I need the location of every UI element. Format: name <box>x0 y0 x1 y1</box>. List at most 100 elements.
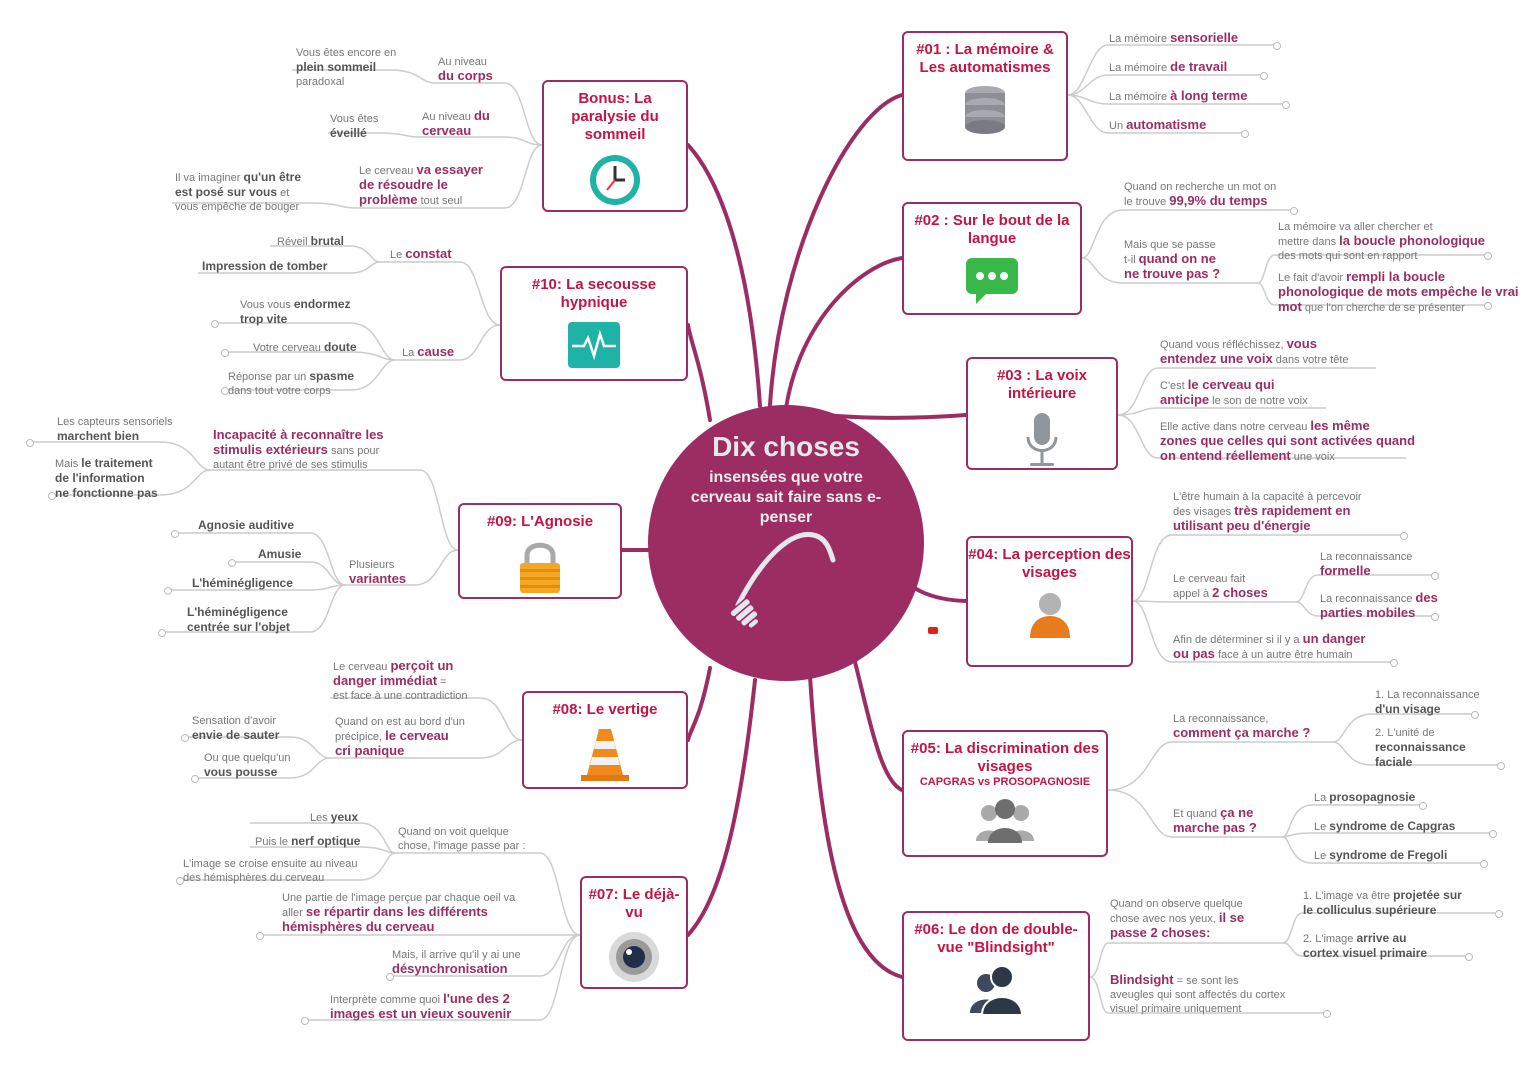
microphone-icon <box>1026 413 1058 466</box>
central-topic[interactable]: Dix choses insensées que votre cerveau s… <box>648 405 924 681</box>
expand-handle[interactable] <box>1465 953 1473 961</box>
expand-handle[interactable] <box>191 775 199 783</box>
expand-handle[interactable] <box>26 439 34 447</box>
expand-handle[interactable] <box>256 932 264 940</box>
eye-lens-icon <box>609 932 659 982</box>
light-bulb-icon <box>729 532 836 630</box>
topic-05-discrimination-visages[interactable]: #05: La discrimination des visages CAPGR… <box>902 730 1108 857</box>
expand-handle[interactable] <box>1260 72 1268 80</box>
t01-note-2: La mémoire de travail <box>1109 59 1228 75</box>
topic-06-blindsight[interactable]: #06: Le don de double-vue "Blindsight" <box>902 911 1090 1041</box>
topic-04-title: #04: La perception des visages <box>968 546 1131 581</box>
expand-handle[interactable] <box>1484 252 1492 260</box>
t01-note-3: La mémoire à long terme <box>1109 88 1248 104</box>
database-icon <box>965 86 1005 134</box>
expand-handle[interactable] <box>1282 101 1290 109</box>
topic-01-memoire[interactable]: #01 : La mémoire & Les automatismes <box>902 31 1068 161</box>
t01-note-1: La mémoire sensorielle <box>1109 30 1239 46</box>
expand-handle[interactable] <box>1419 802 1427 810</box>
expand-handle[interactable] <box>211 320 219 328</box>
expand-handle[interactable] <box>164 587 172 595</box>
t09-note-b2: Amusie <box>258 547 302 561</box>
expand-handle[interactable] <box>171 530 179 538</box>
topic-09-agnosie[interactable]: #09: L'Agnosie <box>458 503 622 599</box>
link-bonus <box>686 143 762 408</box>
expand-handle[interactable] <box>1390 659 1398 667</box>
topic-08-vertige[interactable]: #08: Le vertige <box>522 691 688 789</box>
topic-06-title: #06: Le don de double-vue "Blindsight" <box>914 921 1078 956</box>
expand-handle[interactable] <box>158 629 166 637</box>
topic-03-voix-interieure[interactable]: #03 : La voix intérieure <box>966 357 1118 470</box>
topic-08-title: #08: Le vertige <box>552 701 658 718</box>
clock-icon <box>590 155 640 205</box>
topic-05-title: #05: La discrimination des visages <box>910 740 1100 775</box>
link-06 <box>808 674 904 979</box>
topic-10-secousse-hypnique[interactable]: #10: La secousse hypnique <box>500 266 688 381</box>
topic-09-title: #09: L'Agnosie <box>486 513 594 530</box>
link-07 <box>686 678 757 937</box>
padlock-icon <box>520 542 560 593</box>
expand-handle[interactable] <box>1431 613 1439 621</box>
expand-handle[interactable] <box>1484 302 1492 310</box>
central-subtitle: insensées que votre cerveau sait faire s… <box>690 469 882 526</box>
expand-handle[interactable] <box>221 349 229 357</box>
expand-handle[interactable] <box>386 973 394 981</box>
t05-note-b1: La prosopagnosie <box>1314 790 1416 804</box>
expand-handle[interactable] <box>1495 910 1503 918</box>
topic-04-perception-visages[interactable]: #04: La perception des visages <box>966 536 1133 667</box>
expand-handle[interactable] <box>1431 572 1439 580</box>
topic-02-bout-langue[interactable]: #02 : Sur le bout de la langue <box>902 202 1082 315</box>
youtube-icon[interactable] <box>928 627 938 634</box>
expand-handle[interactable] <box>176 877 184 885</box>
expand-handle[interactable] <box>1400 532 1408 540</box>
expand-handle[interactable] <box>1290 207 1298 215</box>
topic-bonus-paralysie[interactable]: Bonus: La paralysie du sommeil <box>542 80 688 212</box>
t10-note-a2: Impression de tomber <box>202 259 328 273</box>
topic-07-deja-vu[interactable]: #07: Le déjà-vu <box>580 876 688 989</box>
expand-handle[interactable] <box>228 559 236 567</box>
link-05 <box>848 640 904 792</box>
group-icon <box>976 799 1034 843</box>
expand-handle[interactable] <box>301 1017 309 1025</box>
expand-handle[interactable] <box>1323 1010 1331 1018</box>
expand-handle[interactable] <box>48 492 56 500</box>
t10-note-a: Le constat <box>390 246 452 262</box>
expand-handle[interactable] <box>1273 42 1281 50</box>
expand-handle[interactable] <box>1471 711 1479 719</box>
expand-handle[interactable] <box>1241 130 1249 138</box>
t10-note-b2: Votre cerveau doute <box>253 340 357 354</box>
expand-handle[interactable] <box>221 387 229 395</box>
chat-bubble-icon <box>966 258 1018 304</box>
expand-handle[interactable] <box>1480 860 1488 868</box>
expand-handle[interactable] <box>1497 762 1505 770</box>
expand-handle[interactable] <box>1489 830 1497 838</box>
topic-07-title: #07: Le déjà-vu <box>588 886 680 921</box>
expand-handle[interactable] <box>181 734 189 742</box>
